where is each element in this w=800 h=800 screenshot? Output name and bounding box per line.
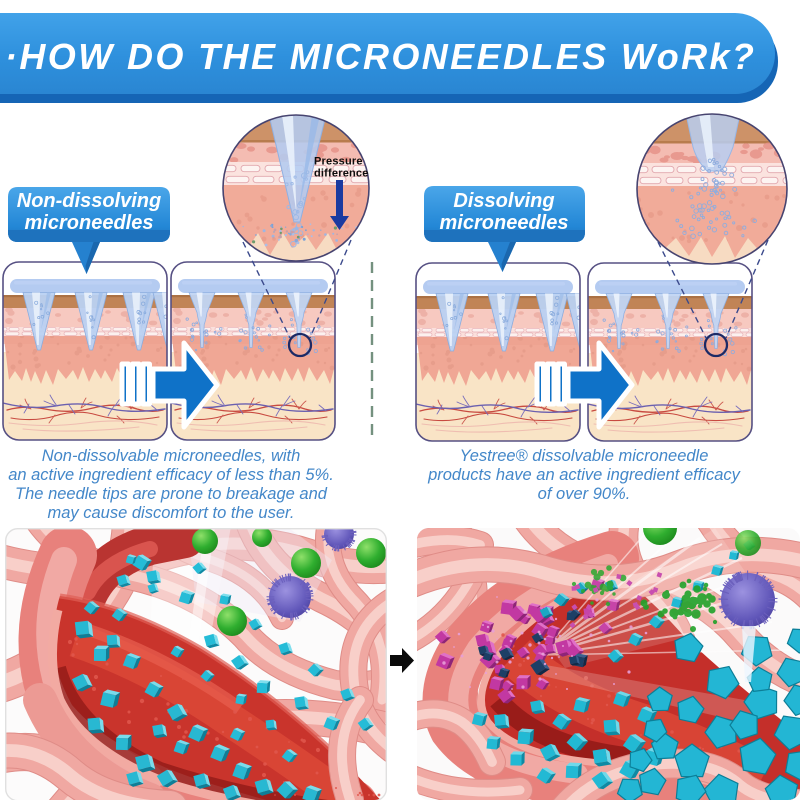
svg-text:Non-dissolving: Non-dissolving (17, 190, 161, 212)
svg-text:·HOW DO THE MICRONEEDLES WoRk?: ·HOW DO THE MICRONEEDLES WoRk? (5, 36, 756, 77)
svg-text:of over 90%.: of over 90%. (538, 485, 631, 503)
svg-text:The needle tips are prone to b: The needle tips are prone to breakage an… (15, 485, 328, 503)
svg-text:Pressure: Pressure (314, 156, 363, 168)
svg-text:Dissolving: Dissolving (453, 190, 554, 212)
svg-text:microneedles: microneedles (440, 212, 569, 234)
svg-text:may cause discomfort to the us: may cause discomfort to the user. (48, 504, 295, 522)
svg-text:products have an active ingred: products have an active ingredient effic… (427, 466, 742, 484)
svg-text:microneedles: microneedles (25, 212, 154, 234)
svg-text:an active ingredient efficacy: an active ingredient efficacy of less th… (8, 466, 334, 484)
svg-text:difference: difference (314, 168, 369, 180)
svg-text:Yestree® dissolvable microneed: Yestree® dissolvable microneedle (460, 447, 709, 465)
svg-text:Non-dissolvable microneedles,: Non-dissolvable microneedles, with (42, 447, 301, 465)
